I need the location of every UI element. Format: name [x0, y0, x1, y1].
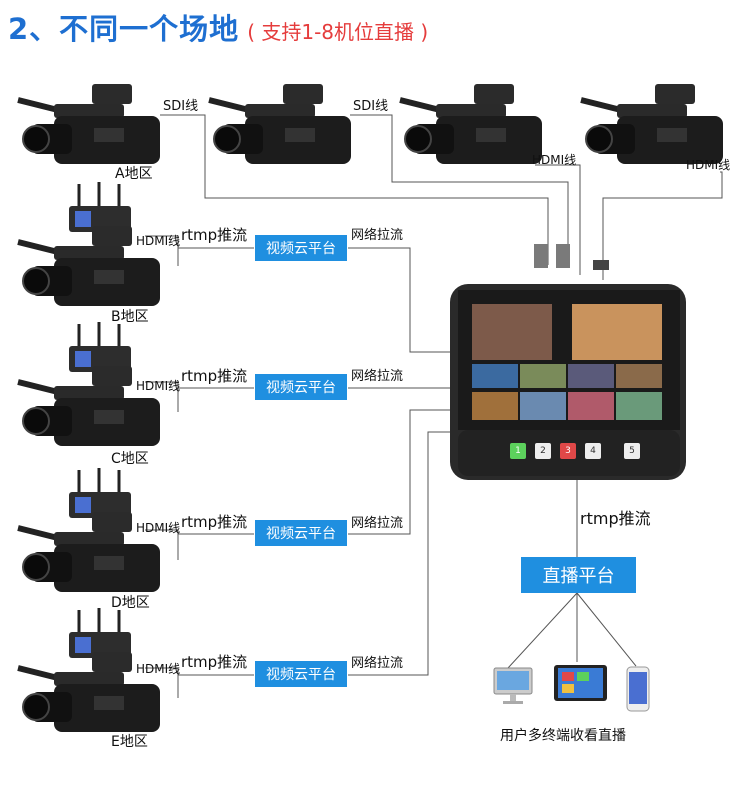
area-label-b: B地区: [111, 309, 149, 325]
rtmp-push-label: rtmp推流: [181, 653, 248, 671]
net-pull-label: 网络拉流: [351, 656, 404, 671]
cloud-platform-box: 视频云平台: [255, 374, 347, 400]
video-camera-icon: [208, 84, 351, 164]
title-main: 2、不同一个场地: [8, 12, 240, 46]
tablet-icon: [554, 665, 607, 701]
video-camera-icon: [17, 366, 160, 446]
encoder-icon: [69, 608, 131, 658]
switch-button-2[interactable]: 2: [535, 443, 551, 459]
hdmi-cable-label: HDMI线: [136, 662, 181, 676]
video-camera-icon: [399, 84, 542, 164]
encoder-icon: [69, 468, 131, 518]
video-camera-icon: [580, 84, 723, 164]
title-sub: ( 支持1-8机位直播 ): [247, 20, 429, 44]
cloud-platform-box: 视频云平台: [255, 235, 347, 261]
video-camera-icon: [17, 226, 160, 306]
switcher-buttons: 1 2 3 4 5: [510, 443, 650, 461]
switch-button-3[interactable]: 3: [560, 443, 576, 459]
net-pull-label: 网络拉流: [351, 369, 404, 384]
encoder-icon: [69, 182, 131, 232]
encoder-icon: [69, 322, 131, 372]
rtmp-push-label: rtmp推流: [181, 513, 248, 531]
cloud-platform-box: 视频云平台: [255, 520, 347, 546]
rtmp-push-label: rtmp推流: [580, 509, 651, 528]
net-pull-label: 网络拉流: [351, 516, 404, 531]
sdi-cable-label: SDI线: [353, 99, 389, 114]
area-label-c: C地区: [111, 451, 149, 467]
hdmi-cable-label: HDMI线: [136, 234, 181, 248]
video-camera-icon: [17, 84, 160, 164]
hdmi-cable-label: HDMI线: [136, 379, 181, 393]
cloud-platform-box: 视频云平台: [255, 661, 347, 687]
hdmi-cable-label: HDMI线: [686, 158, 731, 172]
video-camera-icon: [17, 652, 160, 732]
rtmp-push-label: rtmp推流: [181, 367, 248, 385]
users-caption: 用户多终端收看直播: [500, 728, 626, 744]
hdmi-cable-label: HDMI线: [136, 521, 181, 535]
video-camera-icon: [17, 512, 160, 592]
hdmi-cable-label: HDMI线: [532, 153, 577, 167]
rtmp-push-label: rtmp推流: [181, 226, 248, 244]
switch-button-1[interactable]: 1: [510, 443, 526, 459]
net-pull-label: 网络拉流: [351, 228, 404, 243]
switch-button-5[interactable]: 5: [624, 443, 640, 459]
live-platform-box: 直播平台: [521, 557, 636, 593]
desktop-computer-icon: [493, 667, 533, 704]
switch-button-4[interactable]: 4: [585, 443, 601, 459]
area-label-e: E地区: [111, 734, 148, 750]
area-label-d: D地区: [111, 595, 150, 611]
smartphone-icon: [626, 666, 650, 712]
area-label-a: A地区: [115, 166, 153, 182]
sdi-cable-label: SDI线: [163, 99, 199, 114]
page-title: 2、不同一个场地 ( 支持1-8机位直播 ): [8, 6, 428, 46]
